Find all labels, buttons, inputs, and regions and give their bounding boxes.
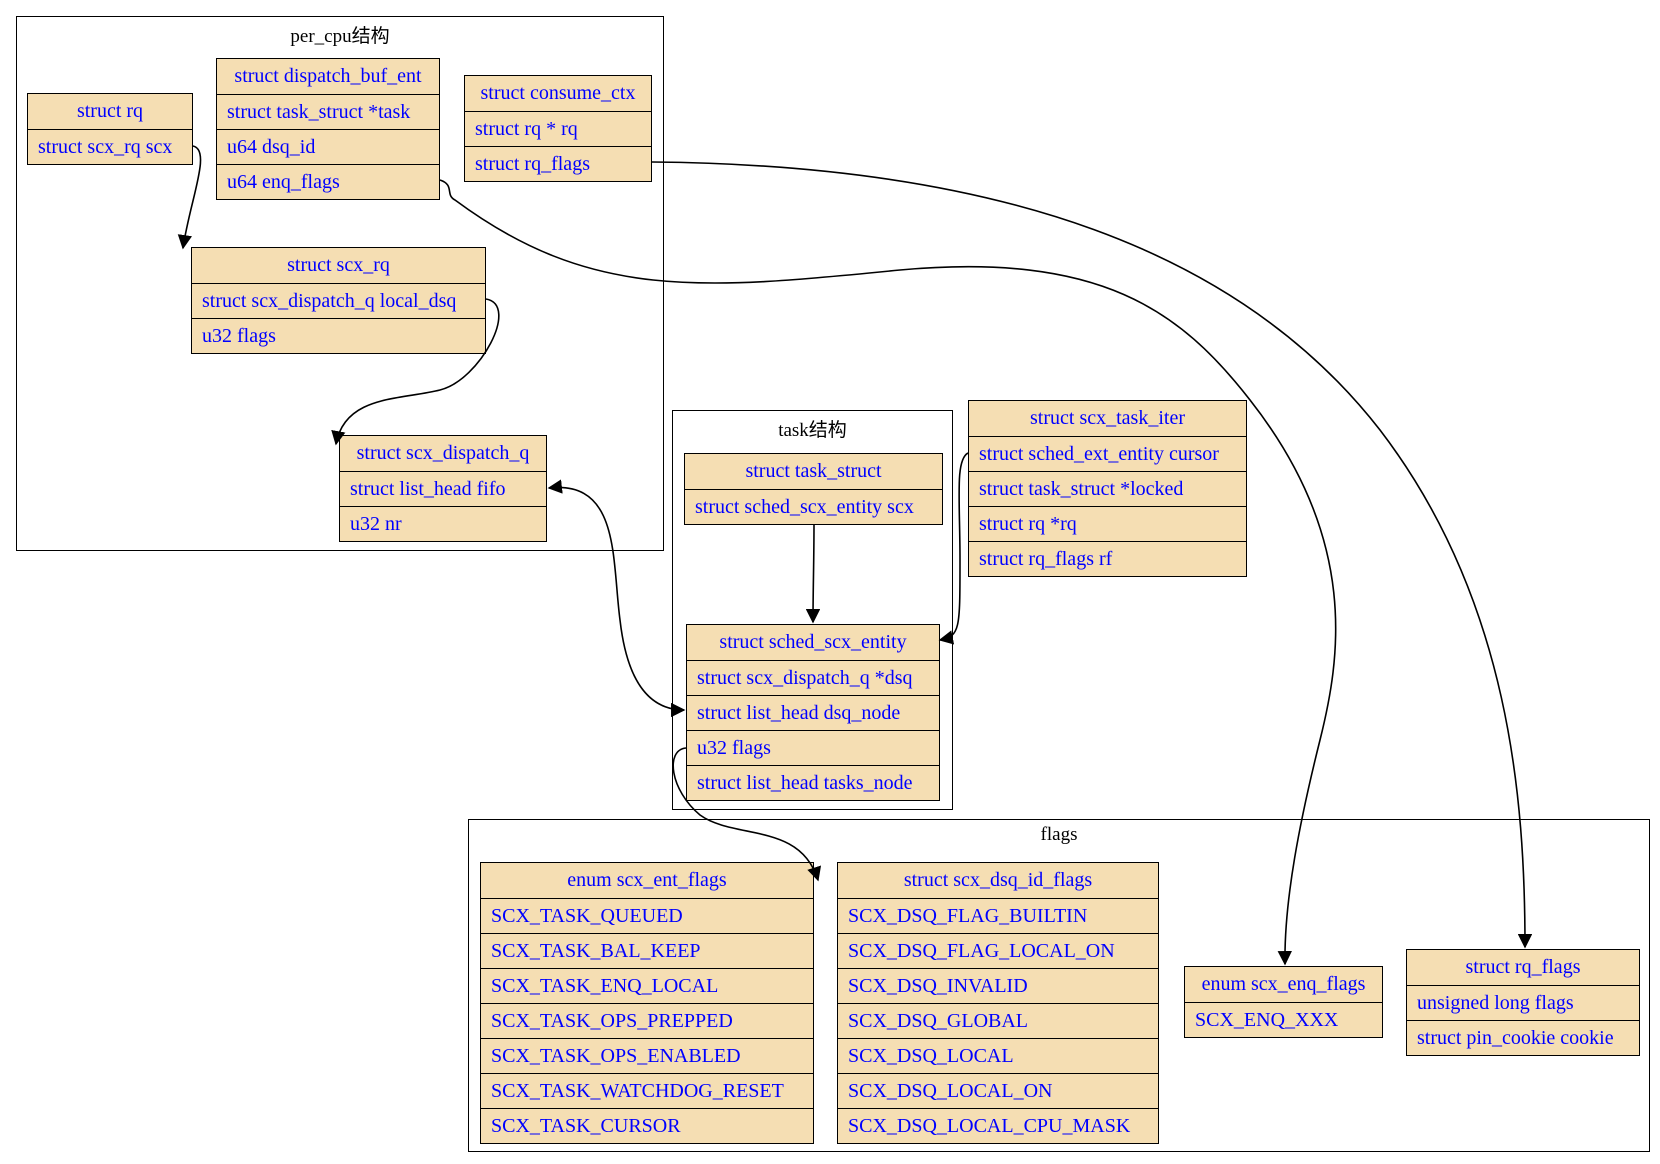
node-field: u32 flags [687,730,939,765]
node-title: struct task_struct [745,460,882,482]
node-struct-rq[interactable]: struct rq struct scx_rq scx [27,93,193,165]
node-field: SCX_ENQ_XXX [1185,1002,1382,1037]
node-field: SCX_TASK_OPS_PREPPED [481,1003,813,1038]
node-title: struct scx_dispatch_q [356,442,530,464]
node-field: struct scx_dispatch_q local_dsq [192,283,485,318]
node-field: struct scx_dispatch_q *dsq [687,660,939,695]
node-field: SCX_TASK_OPS_ENABLED [481,1038,813,1073]
node-field: u32 flags [192,318,485,353]
node-field: struct task_struct *locked [969,471,1246,506]
node-field: struct sched_scx_entity scx [685,489,942,524]
node-field: struct list_head dsq_node [687,695,939,730]
node-sched-scx-entity[interactable]: struct sched_scx_entity struct scx_dispa… [686,624,940,801]
node-task-struct[interactable]: struct task_struct struct sched_scx_enti… [684,453,943,525]
node-field: struct rq * rq [465,111,651,146]
node-title: struct scx_rq [287,254,390,276]
node-scx-dispatch-q[interactable]: struct scx_dispatch_q struct list_head f… [339,435,547,542]
node-field: SCX_TASK_QUEUED [481,898,813,933]
node-field: struct list_head fifo [340,471,546,506]
node-field: u64 dsq_id [217,129,439,164]
node-title: enum scx_enq_flags [1201,973,1366,995]
node-scx-enq-flags[interactable]: enum scx_enq_flags SCX_ENQ_XXX [1184,966,1383,1038]
node-field: SCX_TASK_ENQ_LOCAL [481,968,813,1003]
node-rq-flags[interactable]: struct rq_flags unsigned long flags stru… [1406,949,1640,1056]
node-field: SCX_DSQ_LOCAL [838,1038,1158,1073]
node-field: struct scx_rq scx [28,129,192,164]
node-dispatch-buf-ent[interactable]: struct dispatch_buf_ent struct task_stru… [216,58,440,200]
node-field: u64 enq_flags [217,164,439,199]
node-field: u32 nr [340,506,546,541]
node-field: SCX_TASK_WATCHDOG_RESET [481,1073,813,1108]
node-field: SCX_DSQ_LOCAL_CPU_MASK [838,1108,1158,1143]
node-title: struct scx_dsq_id_flags [903,869,1093,891]
node-field: SCX_TASK_CURSOR [481,1108,813,1143]
cluster-label-per-cpu: per_cpu结构 [290,26,390,47]
node-title: struct rq_flags [1465,956,1581,978]
node-field: SCX_DSQ_GLOBAL [838,1003,1158,1038]
node-field: SCX_DSQ_FLAG_LOCAL_ON [838,933,1158,968]
node-scx-dsq-id-flags[interactable]: struct scx_dsq_id_flags SCX_DSQ_FLAG_BUI… [837,862,1159,1144]
cluster-label-flags: flags [1040,824,1078,845]
node-field: struct pin_cookie cookie [1407,1020,1639,1055]
node-title: enum scx_ent_flags [567,869,727,891]
node-title: struct sched_scx_entity [719,631,907,653]
node-scx-ent-flags[interactable]: enum scx_ent_flags SCX_TASK_QUEUED SCX_T… [480,862,814,1144]
node-field: unsigned long flags [1407,985,1639,1020]
node-field: SCX_DSQ_INVALID [838,968,1158,1003]
node-field: struct sched_ext_entity cursor [969,436,1246,471]
node-field: struct task_struct *task [217,94,439,129]
node-title: struct rq [76,100,144,122]
node-consume-ctx[interactable]: struct consume_ctx struct rq * rq struct… [464,75,652,182]
node-field: struct rq *rq [969,506,1246,541]
node-field: SCX_DSQ_LOCAL_ON [838,1073,1158,1108]
node-title: struct consume_ctx [480,82,636,104]
node-field: struct list_head tasks_node [687,765,939,800]
node-field: SCX_DSQ_FLAG_BUILTIN [838,898,1158,933]
node-scx-task-iter[interactable]: struct scx_task_iter struct sched_ext_en… [968,400,1247,577]
node-title: struct dispatch_buf_ent [234,65,422,87]
node-title: struct scx_task_iter [1030,407,1185,429]
node-field: struct rq_flags [465,146,651,181]
node-field: struct rq_flags rf [969,541,1246,576]
node-field: SCX_TASK_BAL_KEEP [481,933,813,968]
cluster-label-task: task结构 [778,420,847,441]
node-scx-rq[interactable]: struct scx_rq struct scx_dispatch_q loca… [191,247,486,354]
